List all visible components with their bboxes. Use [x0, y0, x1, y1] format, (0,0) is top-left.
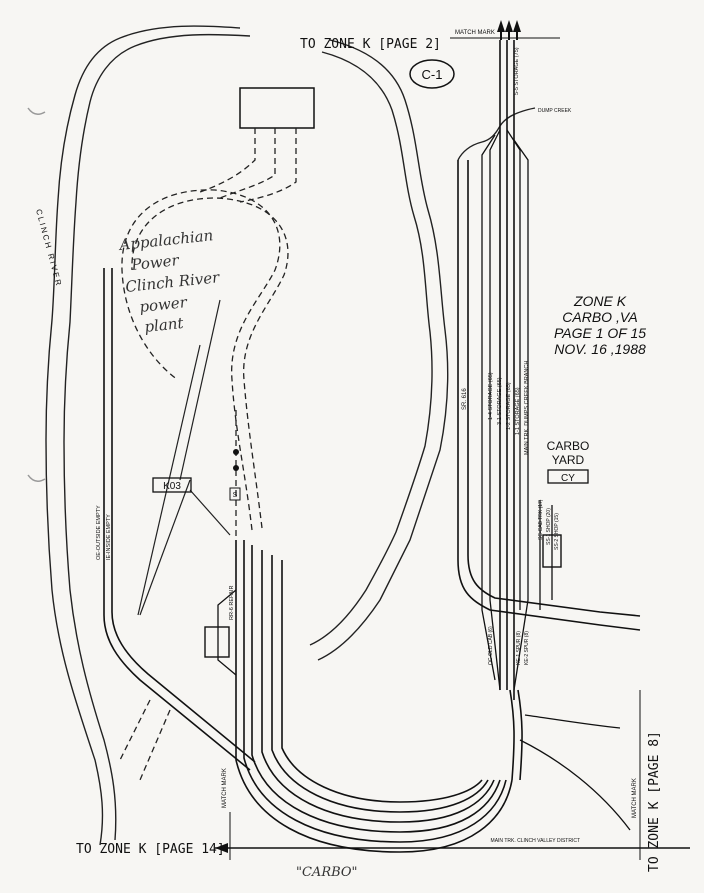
power-plant-building — [239, 87, 315, 129]
old-spur-1 — [119, 699, 151, 761]
river-bank-east-inner — [309, 51, 433, 646]
punch-mark-bottom — [27, 474, 46, 482]
river-bank-west-inner — [63, 33, 251, 841]
ref-top: TO ZONE K [PAGE 2] — [300, 37, 441, 52]
note-arrow-4 — [139, 479, 191, 616]
zone-line2: CARBO ,VA — [562, 309, 637, 325]
dump-creek — [457, 107, 536, 161]
signal-dot-2 — [233, 465, 239, 471]
label-left-0: OE-OUTSIDE EMPTY — [96, 505, 102, 560]
plant-loop-inner — [131, 197, 289, 529]
yard-name-1: CARBO — [547, 439, 590, 453]
zone-line3: PAGE 1 OF 15 — [554, 325, 646, 341]
river-bank-east — [317, 39, 449, 661]
map-id: C-1 — [422, 67, 443, 82]
plant-track-2 — [219, 128, 276, 199]
zone-line1: ZONE K — [573, 293, 627, 309]
hand-caption: "CARBO" — [296, 865, 358, 880]
old-spur-2 — [139, 709, 171, 781]
road-label: SR. 616 — [462, 388, 468, 410]
loop-tracks — [235, 540, 513, 853]
east-road — [524, 714, 621, 729]
repair-shop-outline — [217, 589, 237, 676]
ref-bottom-left: TO ZONE K [PAGE 14] — [76, 842, 225, 857]
yard-track-bundle — [481, 40, 529, 700]
main-lead-south — [509, 689, 515, 781]
match-mark-label-bottom: MATCH MARK — [222, 768, 228, 808]
plant-track-1 — [199, 128, 256, 193]
label-yard-3: 1-1 STORAGE (65) — [515, 387, 521, 435]
shop-leads — [539, 500, 553, 610]
road-sr616-edge — [467, 160, 641, 617]
plant-track-3 — [239, 128, 297, 203]
label-lower-2: KE-2 SPUR (8) — [524, 631, 530, 665]
zone-block: ZONE K CARBO ,VA PAGE 1 OF 15 NOV. 16 ,1… — [554, 293, 646, 357]
ref-right: TO ZONE K [PAGE 8] — [647, 731, 662, 872]
match-mark-label-right: MATCH MARK — [632, 778, 638, 818]
k03-box — [152, 477, 192, 493]
yard-code-box — [547, 469, 589, 484]
north-arrows — [497, 20, 521, 40]
hand-line5: plant — [144, 314, 186, 336]
label-yard-2: 1-2 STORAGE (65) — [506, 382, 512, 430]
note-arrow-1 — [137, 344, 201, 616]
k03-label: K03 — [163, 481, 181, 492]
repair-shop-building — [204, 626, 230, 658]
label-lower-1: KE-1 SPUR (8) — [516, 631, 522, 665]
label-lower-0: OC-OLD CAB (6) — [488, 626, 494, 665]
river-bank-west — [45, 25, 241, 846]
hand-line2: Power — [130, 251, 181, 274]
east-branch — [519, 739, 631, 831]
yard-name-2: YARD — [552, 453, 585, 467]
river-label: CLINCH RIVER — [34, 208, 64, 288]
label-yard-1: 3-1 STORAGE (65) — [497, 377, 503, 425]
label-repair: RR-6 REPAIR — [229, 586, 235, 620]
note-arrow-3 — [189, 489, 231, 536]
label-left-1: IE-INSIDE EMPTY — [106, 514, 112, 560]
label-shop-0: SC-CAB TRK (17) — [538, 499, 544, 540]
note-arrow-2 — [179, 299, 221, 481]
road-sr616 — [457, 160, 641, 631]
label-yard-0: 1-4 STORAGE (65) — [488, 372, 494, 420]
creek-label: DUMP CREEK — [538, 108, 572, 114]
signal-s-box — [229, 487, 241, 501]
yard-code: CY — [561, 473, 575, 484]
hand-line1: Appalachian — [117, 226, 215, 254]
match-mark-label-top: MATCH MARK — [455, 30, 495, 36]
track-outside-empty — [103, 268, 251, 771]
label-storage-top: 5-5 STORAGE (75) — [514, 47, 520, 95]
track-inside-empty — [111, 268, 256, 763]
label-shop-1: SS-1 SHOP (20) — [546, 508, 552, 545]
zone-line4: NOV. 16 ,1988 — [554, 341, 646, 357]
signal-dot-1 — [233, 449, 239, 455]
label-shop-2: SS-2 SHOP (15) — [554, 513, 560, 550]
signal-s: S — [233, 492, 238, 499]
main-track-arrow — [215, 843, 228, 853]
map-id-oval — [409, 59, 455, 89]
main-track-label: MAIN TRK. CLINCH VALLEY DISTRICT — [491, 838, 580, 844]
plant-loop-outer — [121, 189, 281, 531]
label-yard-4: MAIN TRK. DUMPS CREEK BRANCH — [524, 361, 530, 455]
main-lead-south-2 — [517, 689, 523, 781]
punch-mark-top — [27, 107, 46, 115]
hand-line4: power — [139, 293, 189, 316]
